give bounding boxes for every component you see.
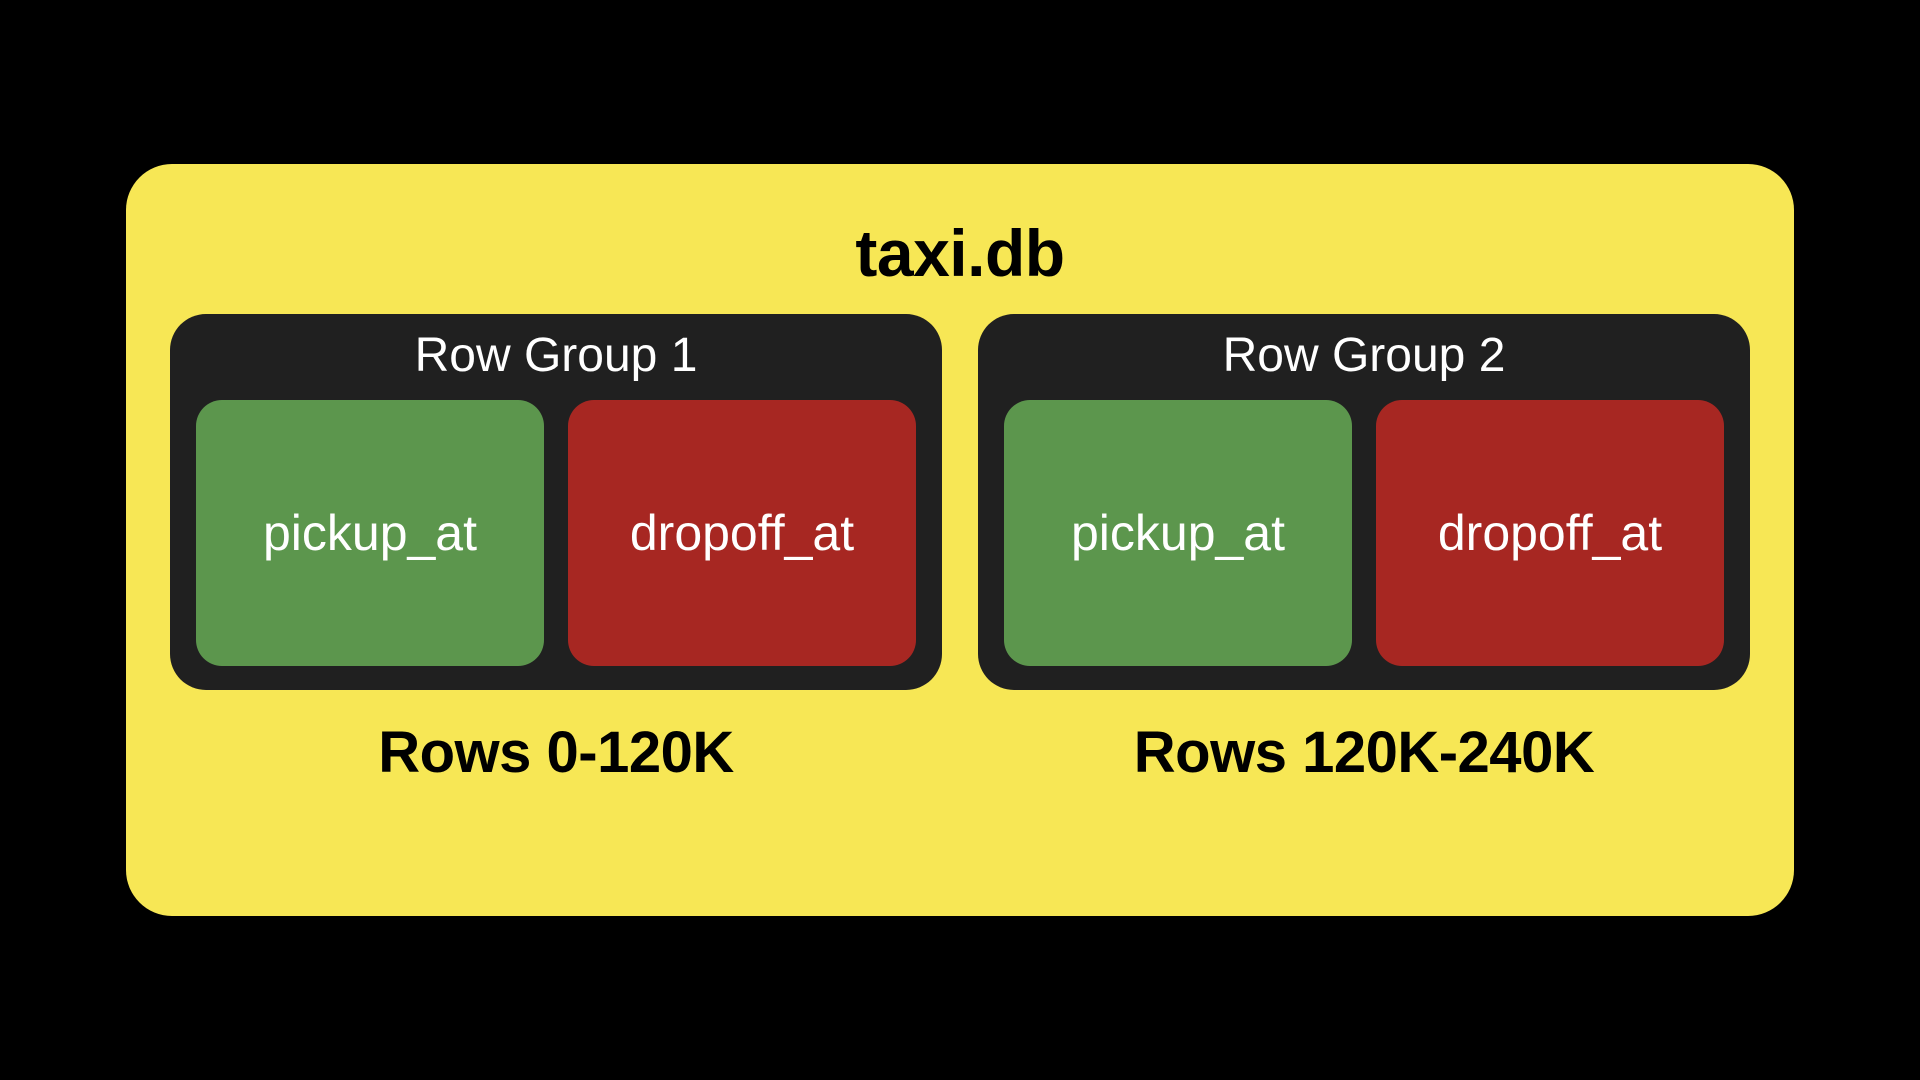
row-group-panel-2[interactable]: Row Group 2 pickup_at dropoff_at [978,314,1750,690]
column-chunk-dropoff-at-1[interactable]: dropoff_at [568,400,916,666]
database-card: taxi.db Row Group 1 pickup_at dropoff_at… [126,164,1794,916]
column-chunk-pickup-at-2[interactable]: pickup_at [1004,400,1352,666]
row-group-panel-1[interactable]: Row Group 1 pickup_at dropoff_at [170,314,942,690]
row-group-title-2: Row Group 2 [1222,329,1506,382]
column-chunks-1: pickup_at dropoff_at [196,400,916,666]
database-title: taxi.db [855,216,1065,290]
row-groups-container: Row Group 1 pickup_at dropoff_at Rows 0-… [156,314,1764,782]
column-chunks-2: pickup_at dropoff_at [1004,400,1724,666]
column-chunk-pickup-at-1[interactable]: pickup_at [196,400,544,666]
row-group-title-1: Row Group 1 [414,329,698,382]
rows-range-label-1: Rows 0-120K [378,720,734,785]
column-chunk-dropoff-at-2[interactable]: dropoff_at [1376,400,1724,666]
row-group-column-2: Row Group 2 pickup_at dropoff_at Rows 12… [978,314,1750,782]
row-group-column-1: Row Group 1 pickup_at dropoff_at Rows 0-… [170,314,942,782]
rows-range-label-2: Rows 120K-240K [1133,720,1595,785]
